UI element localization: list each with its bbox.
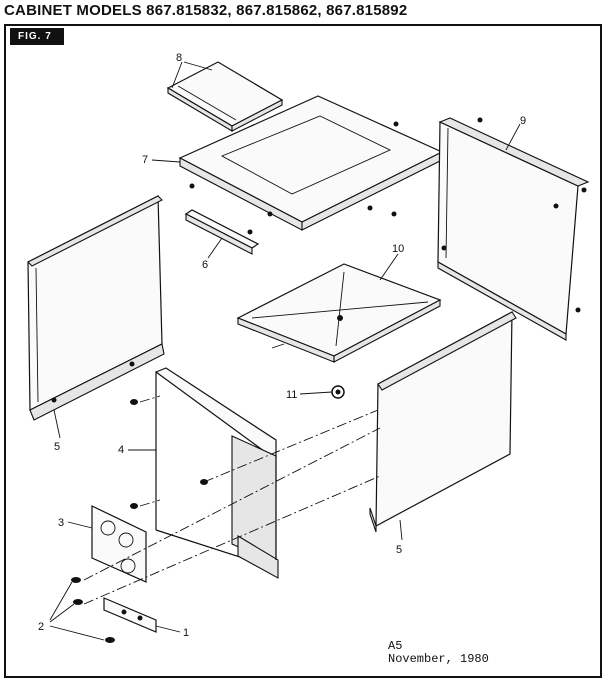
part-10-drip-pan <box>236 263 442 363</box>
callout-7: 7 <box>142 154 148 166</box>
callout-2: 2 <box>38 621 44 633</box>
callout-6: 6 <box>202 259 208 271</box>
footer-code: A5 <box>388 639 403 653</box>
callout-11: 11 <box>286 389 297 401</box>
leader-lines <box>49 61 521 641</box>
callout-4: 4 <box>118 444 124 456</box>
part-3-control-plate <box>91 505 147 583</box>
footer-note: A5 November, 1980 <box>388 640 489 666</box>
part-1-bottom-bracket <box>103 597 157 633</box>
part-5-right-side-panel <box>369 310 517 533</box>
part-6-brace <box>184 209 260 255</box>
part-4-front-frame <box>154 367 279 579</box>
callout-5-right: 5 <box>396 544 402 556</box>
callout-10: 10 <box>392 243 404 255</box>
callout-1: 1 <box>183 627 189 639</box>
figure-frame <box>4 24 602 678</box>
callout-5-left: 5 <box>54 441 60 453</box>
callout-8: 8 <box>176 52 182 64</box>
part-8-top-bracket <box>166 61 284 132</box>
callout-3: 3 <box>58 517 64 529</box>
callout-labels: 1 2 3 4 5 5 6 7 8 9 10 11 <box>38 52 526 639</box>
footer-date: November, 1980 <box>388 652 489 666</box>
part-11-knob <box>331 385 345 399</box>
part-5-left-side-panel <box>27 195 165 421</box>
assembly-lines <box>83 395 381 605</box>
part-9-side-panel <box>437 117 590 341</box>
page-title: CABINET MODELS 867.815832, 867.815862, 8… <box>4 2 408 19</box>
callout-9: 9 <box>520 115 526 127</box>
figure-badge: FIG. 7 <box>10 28 64 45</box>
